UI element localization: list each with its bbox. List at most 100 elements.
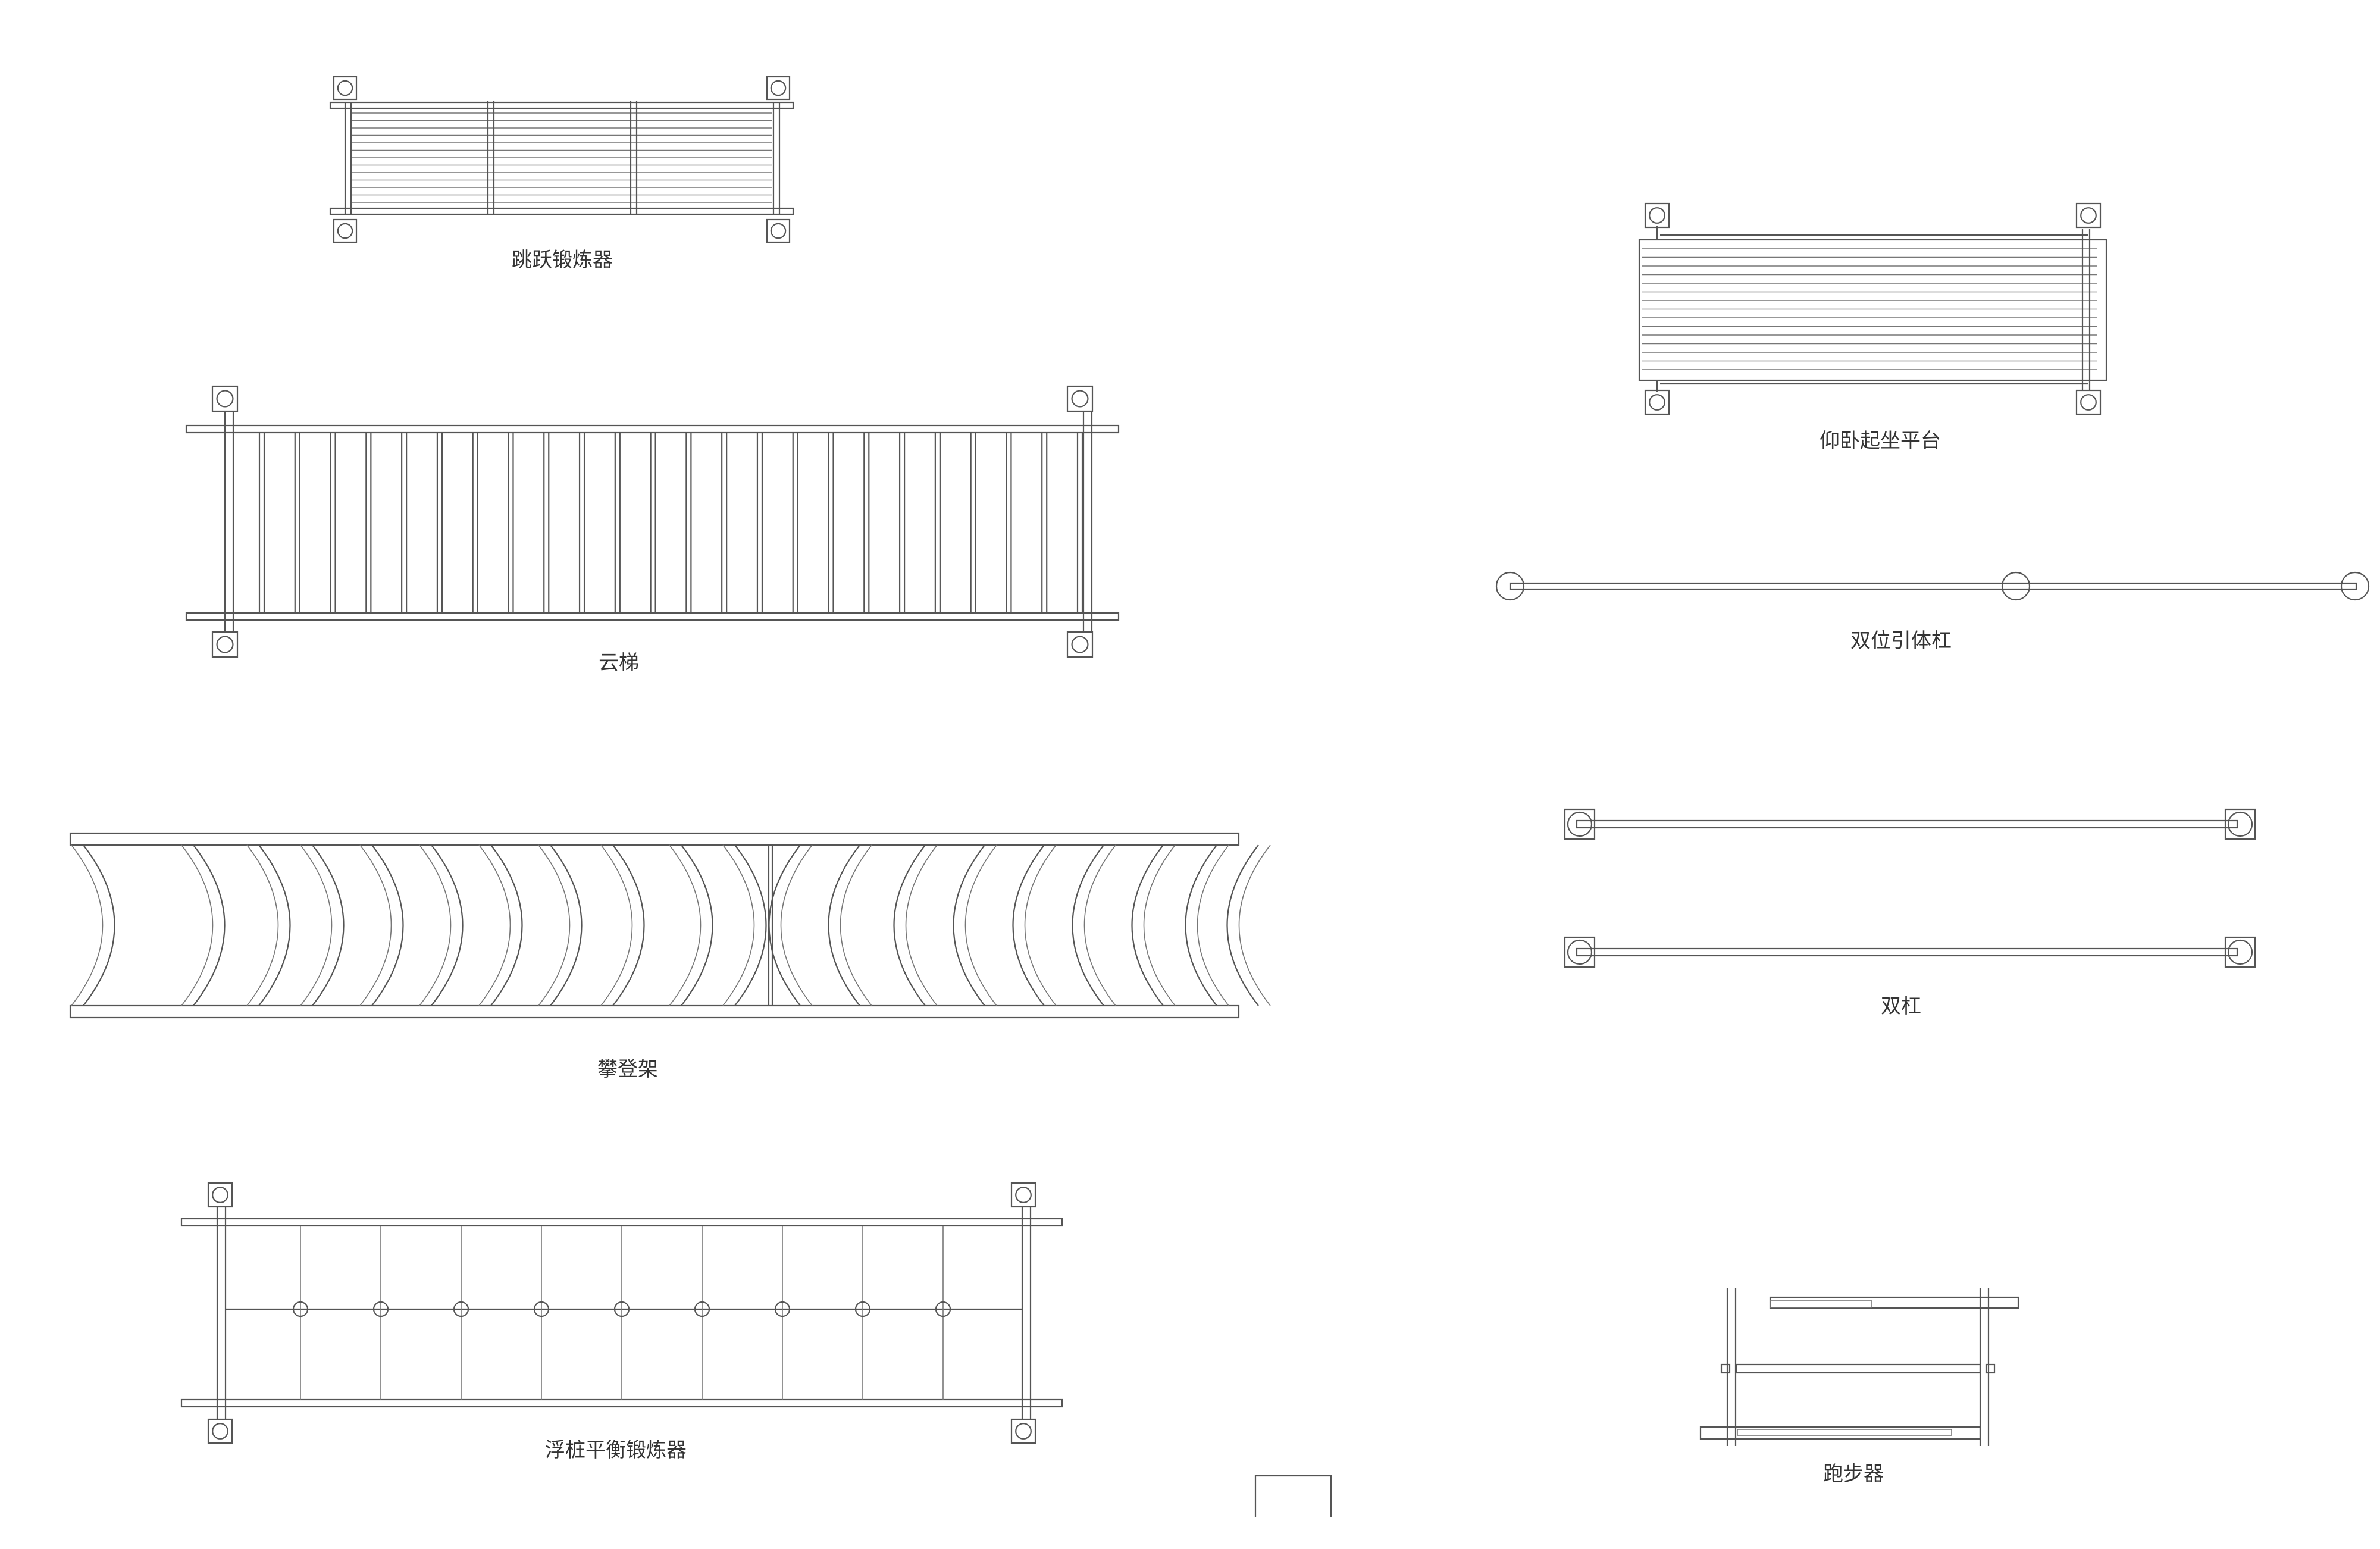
post-footing bbox=[1644, 202, 1670, 229]
climbing-arc-inner bbox=[1083, 844, 1116, 1006]
climbing-arc-inner bbox=[964, 844, 997, 1006]
climbing-arc bbox=[734, 844, 767, 1006]
climbing-arc bbox=[768, 844, 801, 1006]
post-column bbox=[1649, 394, 1665, 411]
post-footing bbox=[207, 1418, 233, 1444]
floating-stake bbox=[533, 1301, 550, 1318]
climbing-arc-inner bbox=[722, 844, 755, 1006]
post-column bbox=[216, 636, 234, 653]
floating-stake bbox=[292, 1301, 309, 1318]
post-footing bbox=[766, 76, 791, 101]
post-footing bbox=[211, 631, 239, 658]
floating-stake bbox=[774, 1301, 791, 1318]
post-footing bbox=[1644, 389, 1670, 415]
floating-stake bbox=[453, 1301, 469, 1318]
post-footing bbox=[207, 1182, 233, 1208]
climbing-arc-inner bbox=[419, 844, 452, 1006]
climbing-frame-label: 攀登架 bbox=[597, 1057, 658, 1081]
top-frame-rail bbox=[329, 101, 794, 109]
climbing-arc bbox=[1226, 844, 1259, 1006]
bar-post bbox=[1567, 811, 1593, 837]
bar-post-footing bbox=[1564, 936, 1596, 968]
climbing-arc bbox=[1131, 844, 1164, 1006]
balance-top-rail bbox=[180, 1218, 1063, 1227]
jump-trainer-label: 跳跃锻炼器 bbox=[512, 248, 613, 272]
climbing-arc bbox=[193, 844, 226, 1006]
runner-bottom-bar bbox=[1699, 1426, 1981, 1440]
runner-bolt bbox=[1985, 1363, 1996, 1374]
climbing-arc bbox=[490, 844, 523, 1006]
climbing-arc-inner bbox=[840, 844, 872, 1006]
climbing-arc bbox=[1185, 844, 1217, 1006]
balance-bottom-rail bbox=[180, 1398, 1063, 1408]
post-column bbox=[770, 80, 787, 96]
climbing-arc bbox=[893, 844, 926, 1006]
climbing-bottom-beam bbox=[69, 1004, 1240, 1019]
ladder-bottom-rail bbox=[185, 612, 1120, 621]
post-footing bbox=[1066, 631, 1094, 658]
pull-up-post bbox=[2001, 571, 2031, 601]
climbing-arc-inner bbox=[669, 844, 702, 1006]
floating-stake bbox=[613, 1301, 630, 1318]
pull-up-post bbox=[2340, 571, 2370, 601]
post-column bbox=[337, 80, 353, 96]
post-column bbox=[1071, 636, 1089, 653]
bar-post-footing bbox=[2224, 808, 2256, 840]
bar-post bbox=[2227, 811, 2253, 837]
parallel-bar bbox=[1576, 819, 2238, 829]
dual-pull-up-bar-drawing bbox=[1495, 571, 2370, 601]
bar-post-footing bbox=[1564, 808, 1596, 840]
post-column bbox=[2080, 207, 2097, 224]
climbing-arc-inner bbox=[1143, 844, 1176, 1006]
monkey-bars-drawing bbox=[185, 385, 1120, 658]
climbing-arc-inner bbox=[780, 844, 813, 1006]
bottom-frame-rail bbox=[329, 207, 794, 215]
pull-up-post bbox=[1495, 571, 1525, 601]
bar-post-footing bbox=[2224, 936, 2256, 968]
runner-bolt bbox=[1720, 1363, 1731, 1374]
bar-post bbox=[2227, 939, 2253, 965]
jump-trainer-drawing bbox=[329, 76, 794, 243]
climbing-top-beam bbox=[69, 832, 1240, 846]
post-column bbox=[2080, 394, 2097, 411]
floating-stake bbox=[935, 1301, 951, 1318]
climbing-arc-inner bbox=[359, 844, 392, 1006]
climbing-arc-inner bbox=[181, 844, 214, 1006]
climbing-arc bbox=[83, 844, 115, 1006]
balance-stakes-trainer-drawing bbox=[180, 1182, 1063, 1444]
climbing-arc bbox=[1072, 844, 1104, 1006]
sit-up-platform-drawing bbox=[1638, 202, 2107, 415]
post-footing bbox=[2075, 202, 2102, 229]
climbing-arc bbox=[312, 844, 345, 1006]
climbing-arc bbox=[1012, 844, 1045, 1006]
floating-stake bbox=[372, 1301, 389, 1318]
post-column bbox=[212, 1187, 228, 1203]
post-column bbox=[216, 390, 234, 408]
post-column bbox=[337, 223, 353, 239]
post-column bbox=[1071, 390, 1089, 408]
floating-stake bbox=[854, 1301, 871, 1318]
climbing-arc bbox=[258, 844, 291, 1006]
climbing-arc bbox=[550, 844, 583, 1006]
balance-stakes-trainer-label: 浮桩平衡锻炼器 bbox=[545, 1438, 687, 1462]
post-column bbox=[1015, 1187, 1032, 1203]
platform-outline bbox=[1638, 239, 2107, 381]
bar-post bbox=[1567, 939, 1593, 965]
climbing-arc-inner bbox=[1238, 844, 1271, 1006]
post-footing bbox=[211, 385, 239, 412]
climbing-arc-inner bbox=[300, 844, 333, 1006]
climbing-arc bbox=[681, 844, 713, 1006]
climbing-arc-inner bbox=[1197, 844, 1229, 1006]
post-footing bbox=[333, 218, 358, 243]
floating-stake bbox=[694, 1301, 710, 1318]
dual-pull-up-bar-label: 双位引体杠 bbox=[1850, 629, 1952, 653]
climbing-arc bbox=[371, 844, 404, 1006]
climbing-arc bbox=[828, 844, 860, 1006]
runner-roller-detail bbox=[1770, 1300, 1872, 1308]
climbing-frame-drawing bbox=[69, 832, 1271, 1019]
post-footing bbox=[333, 76, 358, 101]
post-column bbox=[770, 223, 787, 239]
post-column bbox=[1015, 1423, 1032, 1440]
monkey-bars-label: 云梯 bbox=[599, 651, 639, 675]
title-block-fragment bbox=[1254, 1475, 1332, 1517]
